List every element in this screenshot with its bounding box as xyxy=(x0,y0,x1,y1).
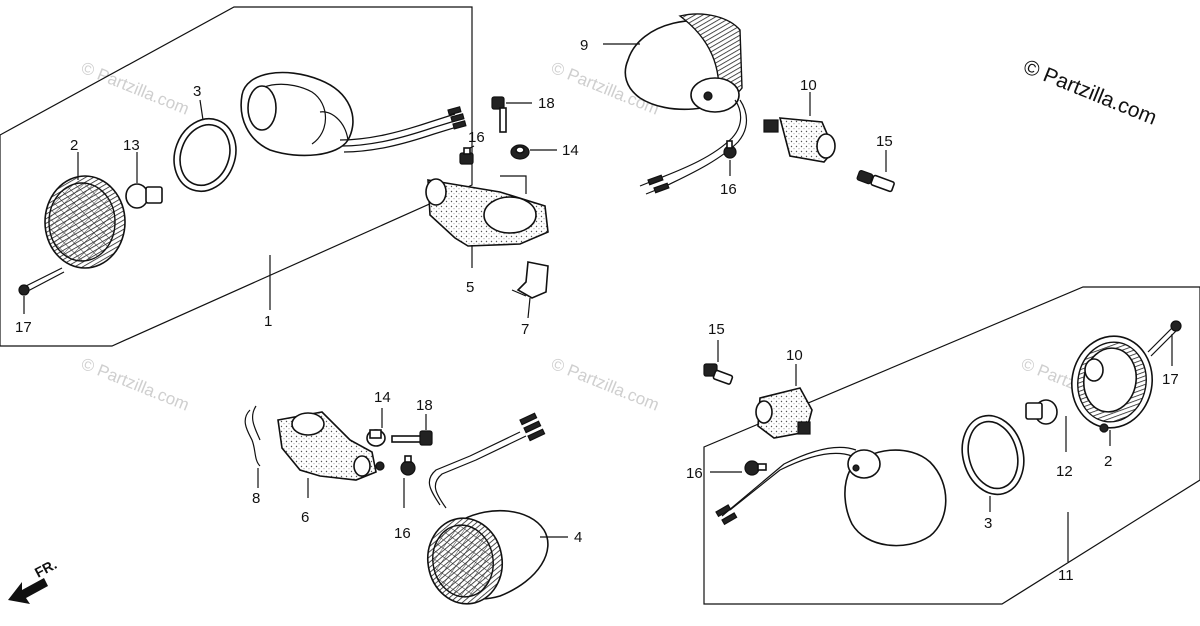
mounting-bracket-lower xyxy=(277,411,385,481)
callout-10: 10 xyxy=(800,77,817,94)
callout-6: 6 xyxy=(301,509,309,526)
turn-signal-housing-rear xyxy=(624,13,748,195)
turn-signal-housing xyxy=(240,71,467,157)
callout-8: 8 xyxy=(252,490,260,507)
mounting-bracket xyxy=(425,175,549,247)
callout-1: 1 xyxy=(264,313,272,330)
wire-clip-lower xyxy=(244,405,261,467)
wire-clip xyxy=(511,261,549,299)
bolt-small xyxy=(856,169,895,193)
bulb-lower xyxy=(1025,399,1058,425)
callout-11: 11 xyxy=(1058,567,1074,584)
gasket-ring xyxy=(173,117,237,193)
callout-13: 13 xyxy=(123,137,140,154)
screw-lower-right xyxy=(1147,320,1182,357)
callout-14: 14 xyxy=(562,142,579,159)
turn-signal-front xyxy=(427,412,549,605)
resistor-lower xyxy=(755,387,813,439)
assembly-box-11 xyxy=(703,286,1200,605)
screw xyxy=(18,267,65,296)
callout-9: 9 xyxy=(580,37,588,54)
front-direction-arrow: FR. xyxy=(8,556,59,604)
callout-16: 16 xyxy=(394,525,411,542)
callout-14: 14 xyxy=(374,389,391,406)
callout-4: 4 xyxy=(574,529,582,546)
gasket-ring-lower xyxy=(961,414,1025,496)
collar-lower xyxy=(366,429,386,447)
callout-15: 15 xyxy=(708,321,725,338)
turn-signal-lens-lower xyxy=(1071,335,1153,433)
callout-2: 2 xyxy=(70,137,78,154)
assembly-box-1 xyxy=(0,6,473,347)
callout-5: 5 xyxy=(466,279,474,296)
bolt xyxy=(491,96,507,133)
callout-18: 18 xyxy=(416,397,433,414)
callout-7: 7 xyxy=(521,321,529,338)
watermark-text: © Partzilla.com xyxy=(79,354,192,415)
callout-18: 18 xyxy=(538,95,555,112)
callout-3: 3 xyxy=(193,83,201,100)
watermark-text: © Partzilla.com xyxy=(549,354,662,415)
callout-16: 16 xyxy=(686,465,703,482)
bulb xyxy=(125,183,163,209)
callout-3: 3 xyxy=(984,515,992,532)
callout-16: 16 xyxy=(468,129,485,146)
bolt-lower xyxy=(391,430,433,446)
screw-lower xyxy=(400,455,416,476)
callout-2: 2 xyxy=(1104,453,1112,470)
nut xyxy=(459,147,474,165)
front-left-turn-signal-group: 8 6 14 18 16 xyxy=(244,389,582,605)
rear-left-turn-signal-group: 2 13 3 17 1 xyxy=(0,6,473,347)
screw-small xyxy=(723,140,737,159)
screw-small-lower xyxy=(744,460,767,476)
callout-10: 10 xyxy=(786,347,803,364)
watermark-layer: © Partzilla.com © Partzilla.com © Partzi… xyxy=(79,58,1132,415)
direction-label: FR. xyxy=(32,556,59,581)
callout-16: 16 xyxy=(720,181,737,198)
front-right-turn-signal-group: 9 16 10 15 xyxy=(580,13,895,198)
turn-signal-housing-lower xyxy=(715,446,947,547)
turn-signal-lens xyxy=(44,175,126,269)
bolt-small-lower xyxy=(703,363,734,385)
callout-15: 15 xyxy=(876,133,893,150)
collar xyxy=(510,144,530,160)
callout-17: 17 xyxy=(1162,371,1179,388)
bracket-group-top: 18 16 14 5 7 xyxy=(425,95,579,338)
rear-right-turn-signal-group: 15 10 16 3 xyxy=(686,286,1200,605)
callout-12: 12 xyxy=(1056,463,1073,480)
watermark-text: © Partzilla.com xyxy=(79,58,192,119)
copyright-text: © Partzilla.com xyxy=(1020,55,1160,129)
callout-17: 17 xyxy=(15,319,32,336)
resistor xyxy=(763,117,836,163)
